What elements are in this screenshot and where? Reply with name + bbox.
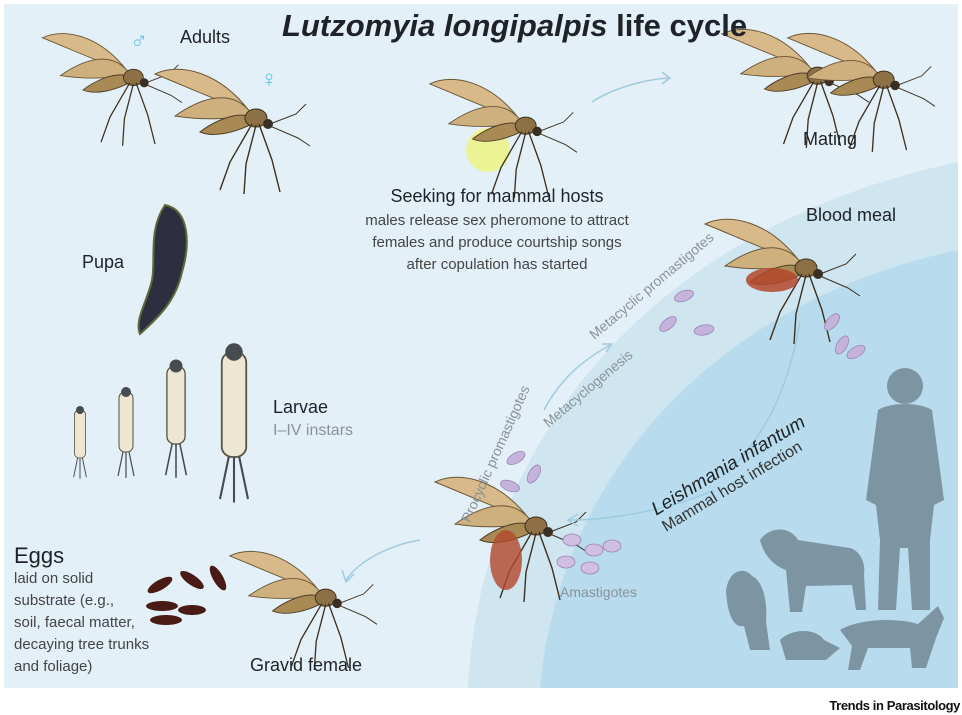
- mating-label: Mating: [803, 129, 857, 150]
- diagram-title: Lutzomyia longipalpis life cycle: [282, 8, 747, 44]
- seeking-title: Seeking for mammal hosts: [352, 186, 642, 207]
- female-symbol: ♀: [260, 66, 278, 94]
- larvae-instars: I–IV instars: [273, 422, 353, 440]
- gravid-female-label: Gravid female: [250, 655, 362, 676]
- male-symbol: ♂: [130, 28, 148, 56]
- pupa-label: Pupa: [82, 252, 124, 273]
- seeking-line-2: females and produce courtship songs: [342, 232, 652, 254]
- seeking-line-1: males release sex pheromone to attract: [342, 210, 652, 232]
- seeking-description: males release sex pheromone to attract f…: [342, 210, 652, 276]
- eggs-line-4: decaying tree trunks: [14, 634, 149, 656]
- adults-label: Adults: [180, 27, 230, 48]
- larvae-label: Larvae: [273, 397, 328, 418]
- blood-meal-label: Blood meal: [806, 205, 896, 226]
- eggs-line-3: soil, faecal matter,: [14, 612, 149, 634]
- eggs-line-2: substrate (e.g.,: [14, 590, 149, 612]
- seeking-line-3: after copulation has started: [342, 254, 652, 276]
- eggs-line-1: laid on solid: [14, 568, 149, 590]
- journal-credit: Trends in Parasitology: [829, 698, 960, 713]
- amastigotes-label: Amastigotes: [560, 584, 637, 600]
- eggs-label: Eggs: [14, 543, 64, 569]
- eggs-description: laid on solid substrate (e.g., soil, fae…: [14, 568, 149, 678]
- eggs-line-5: and foliage): [14, 656, 149, 678]
